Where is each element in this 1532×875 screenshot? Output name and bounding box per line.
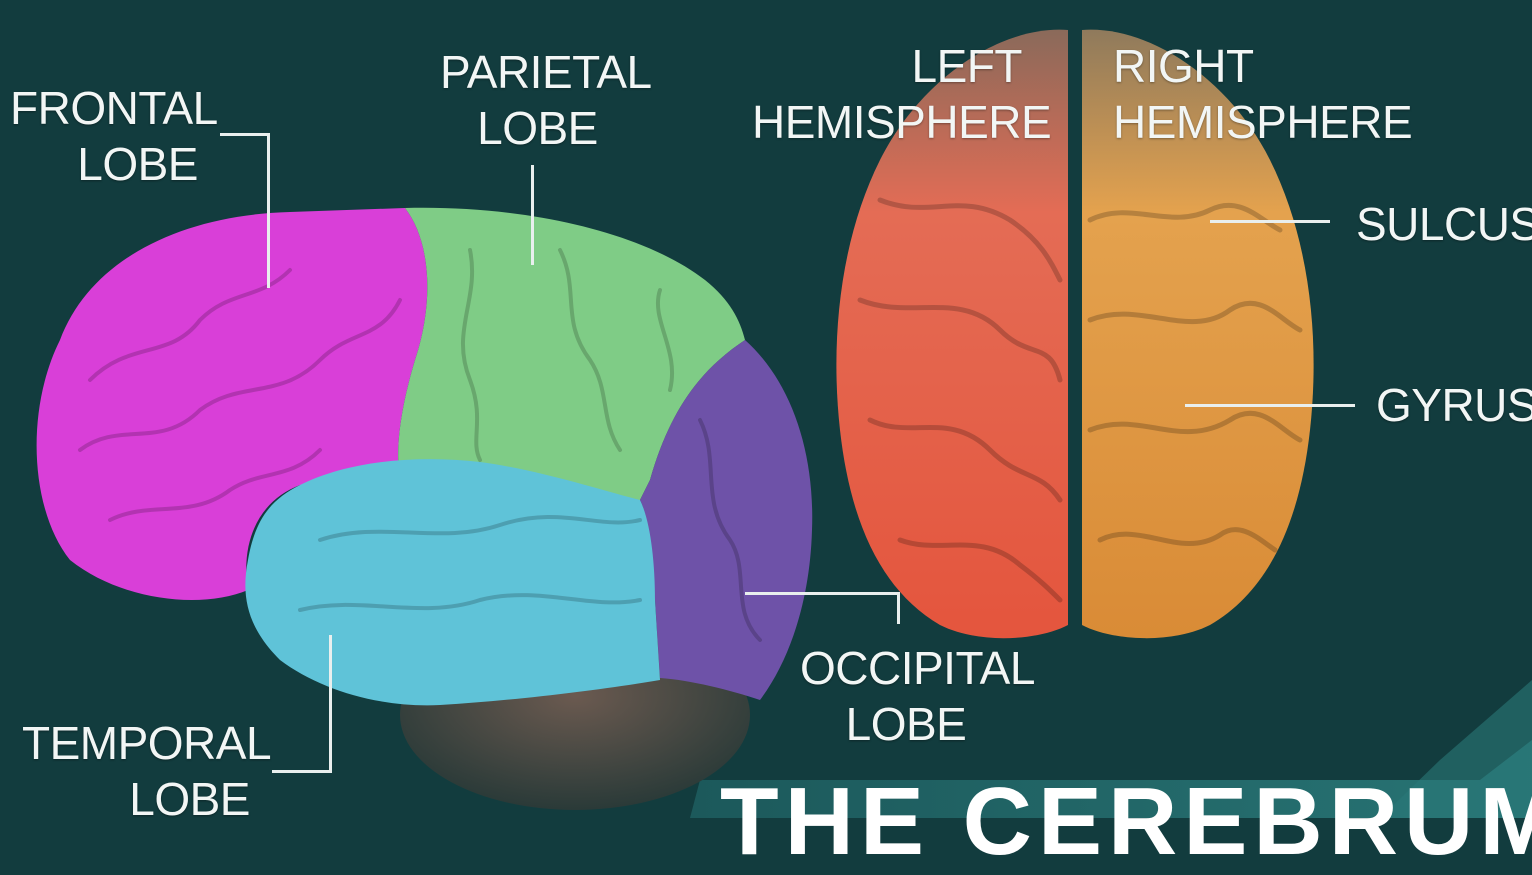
left-hemisphere-line2: HEMISPHERE — [752, 94, 1022, 150]
occipital-line2: LOBE — [800, 696, 1012, 752]
occipital-leader-v — [897, 592, 900, 624]
sulcus-leader — [1210, 220, 1330, 223]
gyrus-label: GYRUS — [1376, 377, 1532, 433]
parietal-lobe-label: PARIETAL LOBE — [440, 44, 635, 156]
parietal-line1: PARIETAL — [440, 44, 635, 100]
right-hemisphere-line2: HEMISPHERE — [1113, 94, 1393, 150]
parietal-leader — [531, 165, 534, 265]
occipital-lobe-label: OCCIPITAL LOBE — [800, 640, 1012, 752]
occipital-line1: OCCIPITAL — [800, 640, 1012, 696]
left-hemisphere-line1: LEFT — [752, 38, 1022, 94]
right-hemisphere-line1: RIGHT — [1113, 38, 1393, 94]
gyrus-leader — [1185, 404, 1355, 407]
left-hemisphere-label: LEFT HEMISPHERE — [752, 38, 1022, 150]
frontal-lobe-label: FRONTAL LOBE — [10, 80, 198, 192]
frontal-leader-h — [220, 133, 270, 136]
frontal-line2: LOBE — [10, 136, 198, 192]
sulcus-label: SULCUS — [1356, 196, 1532, 252]
right-hemisphere-label: RIGHT HEMISPHERE — [1113, 38, 1393, 150]
temporal-leader-v — [329, 635, 332, 773]
frontal-line1: FRONTAL — [10, 80, 198, 136]
temporal-line1: TEMPORAL — [22, 715, 250, 771]
temporal-leader-h — [272, 770, 332, 773]
diagram-title: THE CEREBRUM — [720, 772, 1532, 872]
cerebrum-diagram: FRONTAL LOBE PARIETAL LOBE LEFT HEMISPHE… — [0, 0, 1532, 818]
frontal-leader-v — [267, 133, 270, 288]
occipital-leader-h — [745, 592, 900, 595]
parietal-line2: LOBE — [440, 100, 635, 156]
temporal-lobe-label: TEMPORAL LOBE — [22, 715, 250, 827]
temporal-line2: LOBE — [22, 771, 250, 827]
